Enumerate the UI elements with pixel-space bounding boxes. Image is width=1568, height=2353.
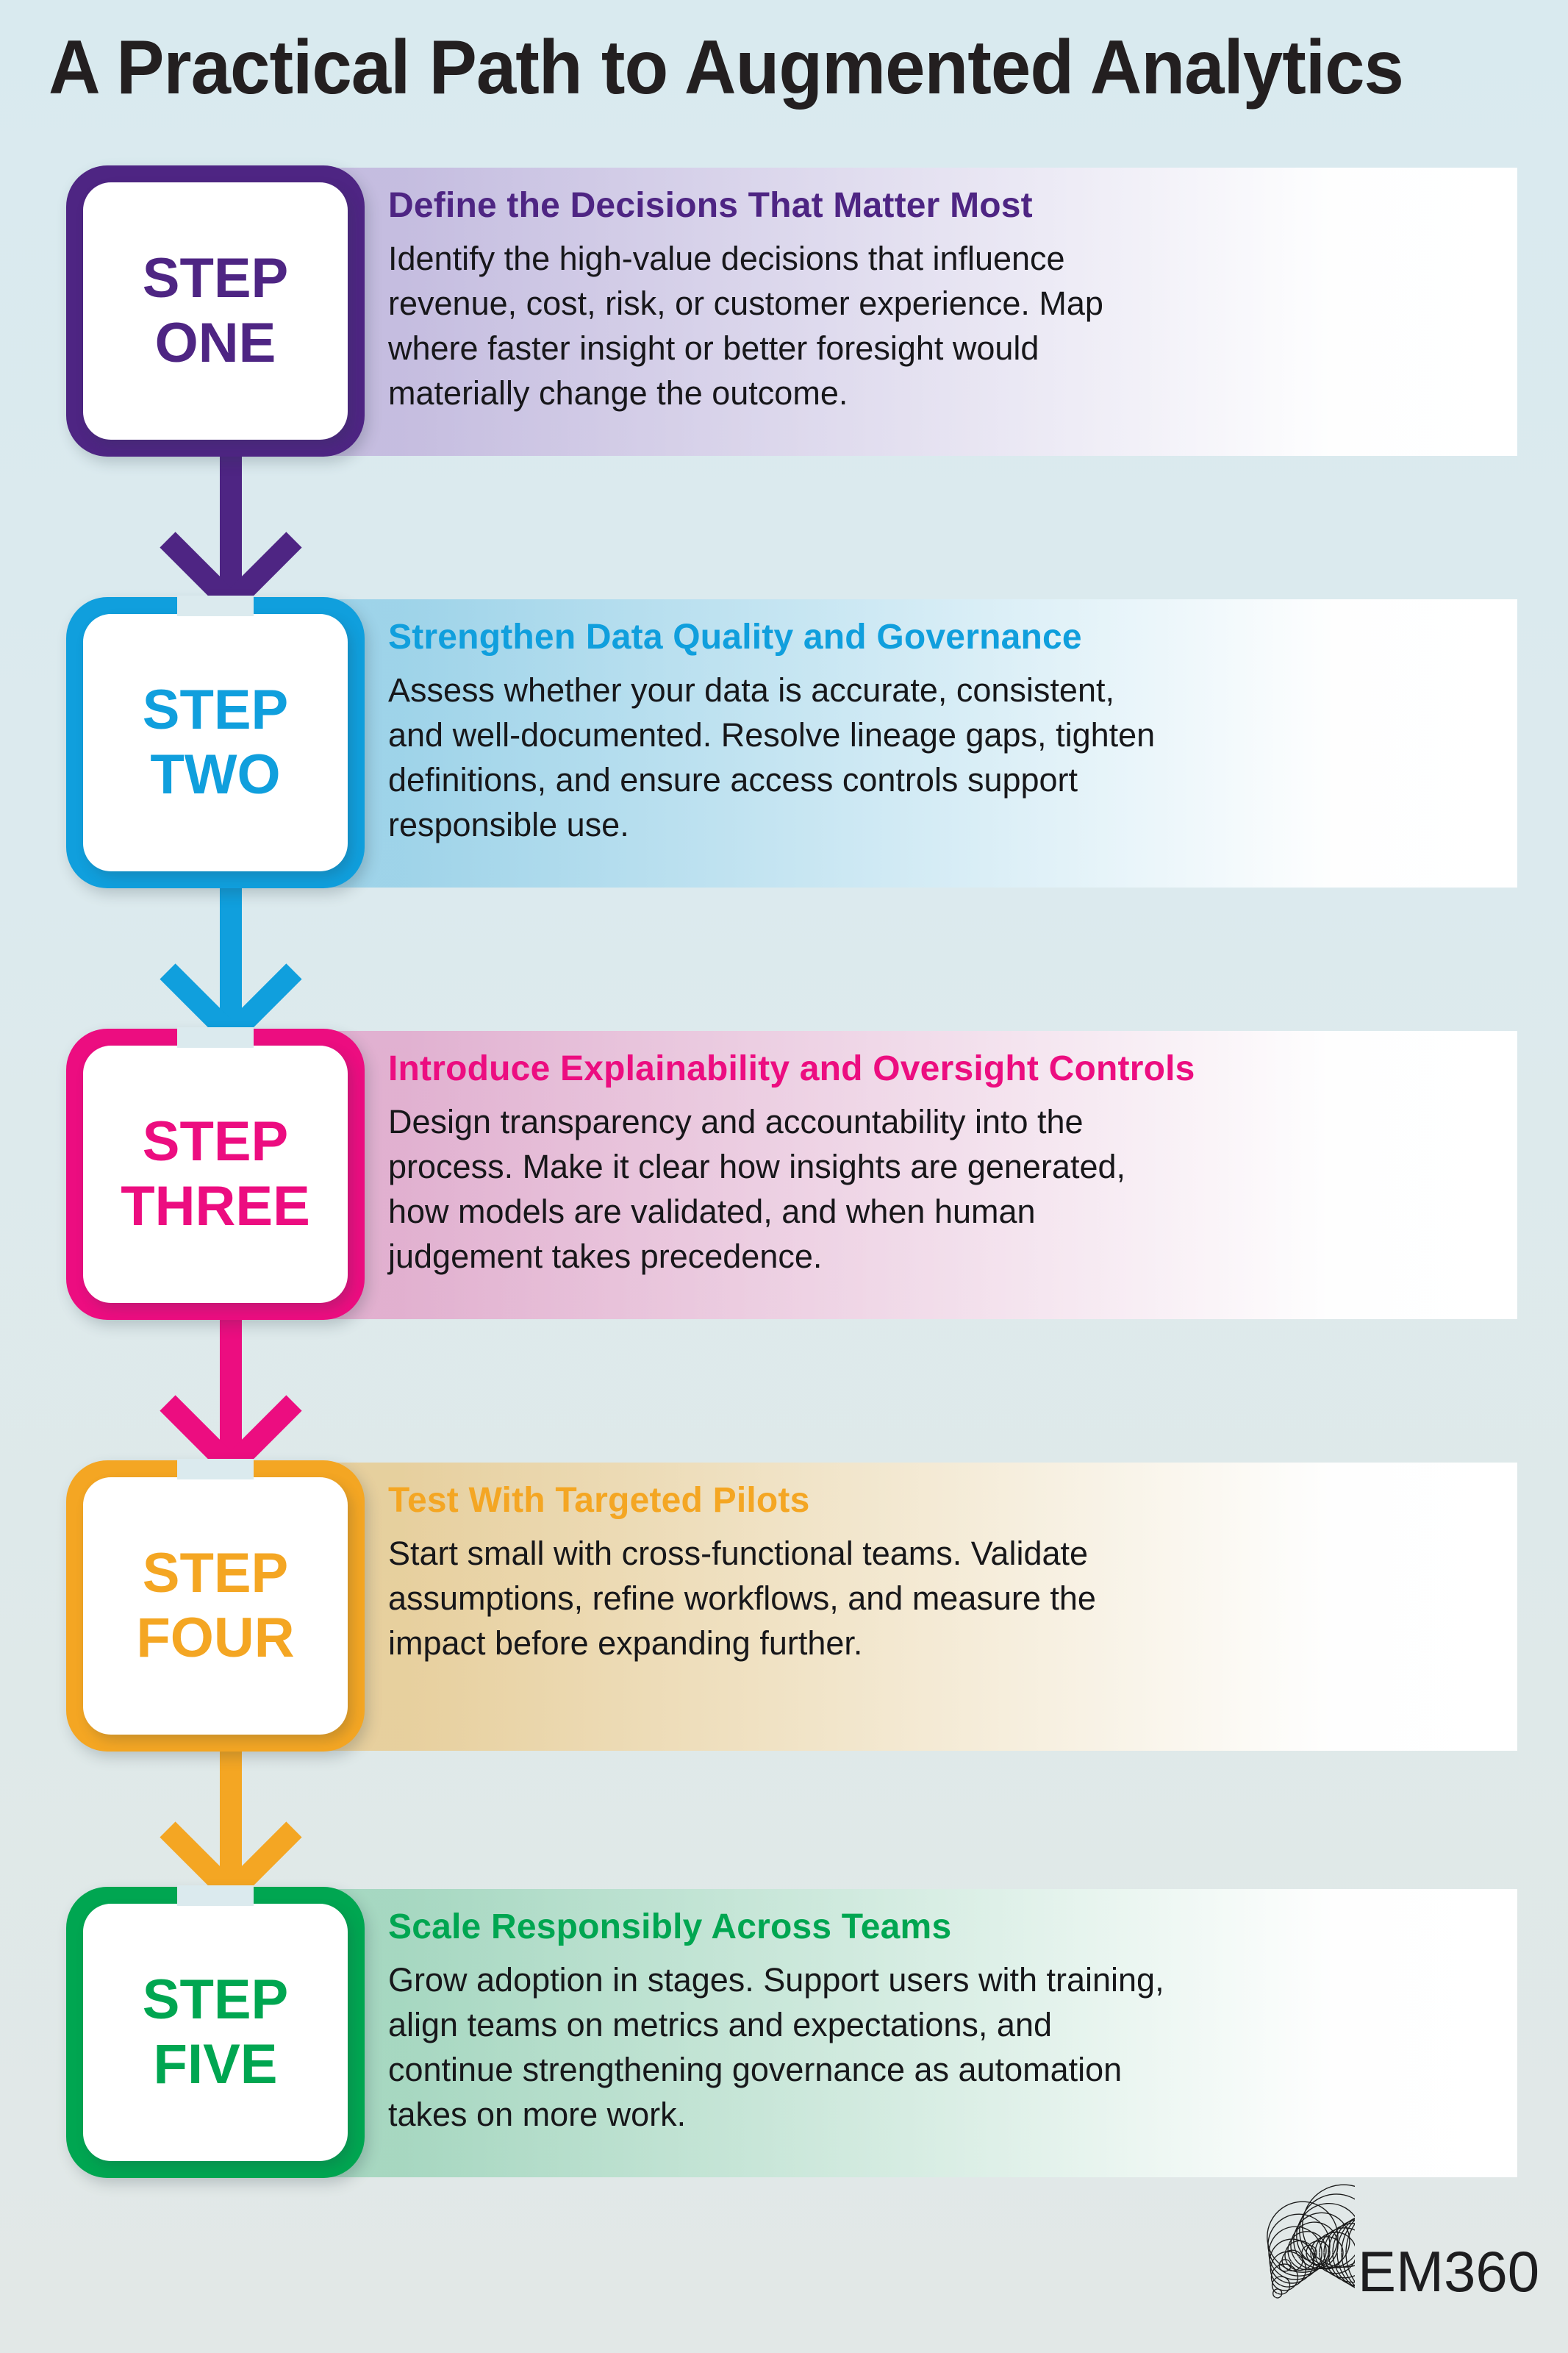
step-heading: Test With Targeted Pilots — [388, 1481, 810, 1520]
page-title: A Practical Path to Augmented Analytics — [49, 25, 1404, 110]
em360-wordmark: EM360 — [1358, 2239, 1540, 2304]
step-badge-label-number: FIVE — [153, 2033, 278, 2096]
step-badge-label-number: THREE — [121, 1175, 310, 1238]
step-heading: Strengthen Data Quality and Governance — [388, 618, 1082, 657]
step-badge-arrow-notch — [177, 596, 254, 616]
step-text-container: Introduce Explainability and Oversight C… — [388, 1031, 1517, 1319]
step-body-text: Design transparency and accountability i… — [388, 1102, 1126, 1276]
step-body-text: Identify the high-value decisions that i… — [388, 239, 1103, 413]
step-badge-arrow-notch — [177, 1027, 254, 1048]
step-badge-label-top: STEP — [142, 678, 289, 741]
step-badge-label-top: STEP — [142, 246, 289, 310]
step-body-text: Start small with cross-functional teams.… — [388, 1534, 1096, 1663]
step-badge-label-top: STEP — [142, 1968, 289, 2031]
step-badge-arrow-notch — [177, 1885, 254, 1906]
em360-mark-icon — [1267, 2184, 1355, 2299]
step-badge-label-number: ONE — [154, 312, 276, 374]
step-badge-label-number: TWO — [150, 743, 281, 806]
step-badge-label-number: FOUR — [136, 1607, 295, 1669]
step-body-text: Grow adoption in stages. Support users w… — [388, 1960, 1164, 2134]
step-badge-arrow-notch — [177, 1459, 254, 1479]
step-badge-label-top: STEP — [142, 1541, 289, 1604]
step-body-text: Assess whether your data is accurate, co… — [388, 671, 1156, 844]
step-badge-label-top: STEP — [142, 1110, 289, 1173]
step-heading: Introduce Explainability and Oversight C… — [388, 1049, 1195, 1088]
step-heading: Define the Decisions That Matter Most — [388, 186, 1033, 225]
em360-logo: EM360 — [1215, 2165, 1539, 2327]
step-text-band: Introduce Explainability and Oversight C… — [221, 1031, 1517, 1319]
step-heading: Scale Responsibly Across Teams — [388, 1907, 952, 1946]
